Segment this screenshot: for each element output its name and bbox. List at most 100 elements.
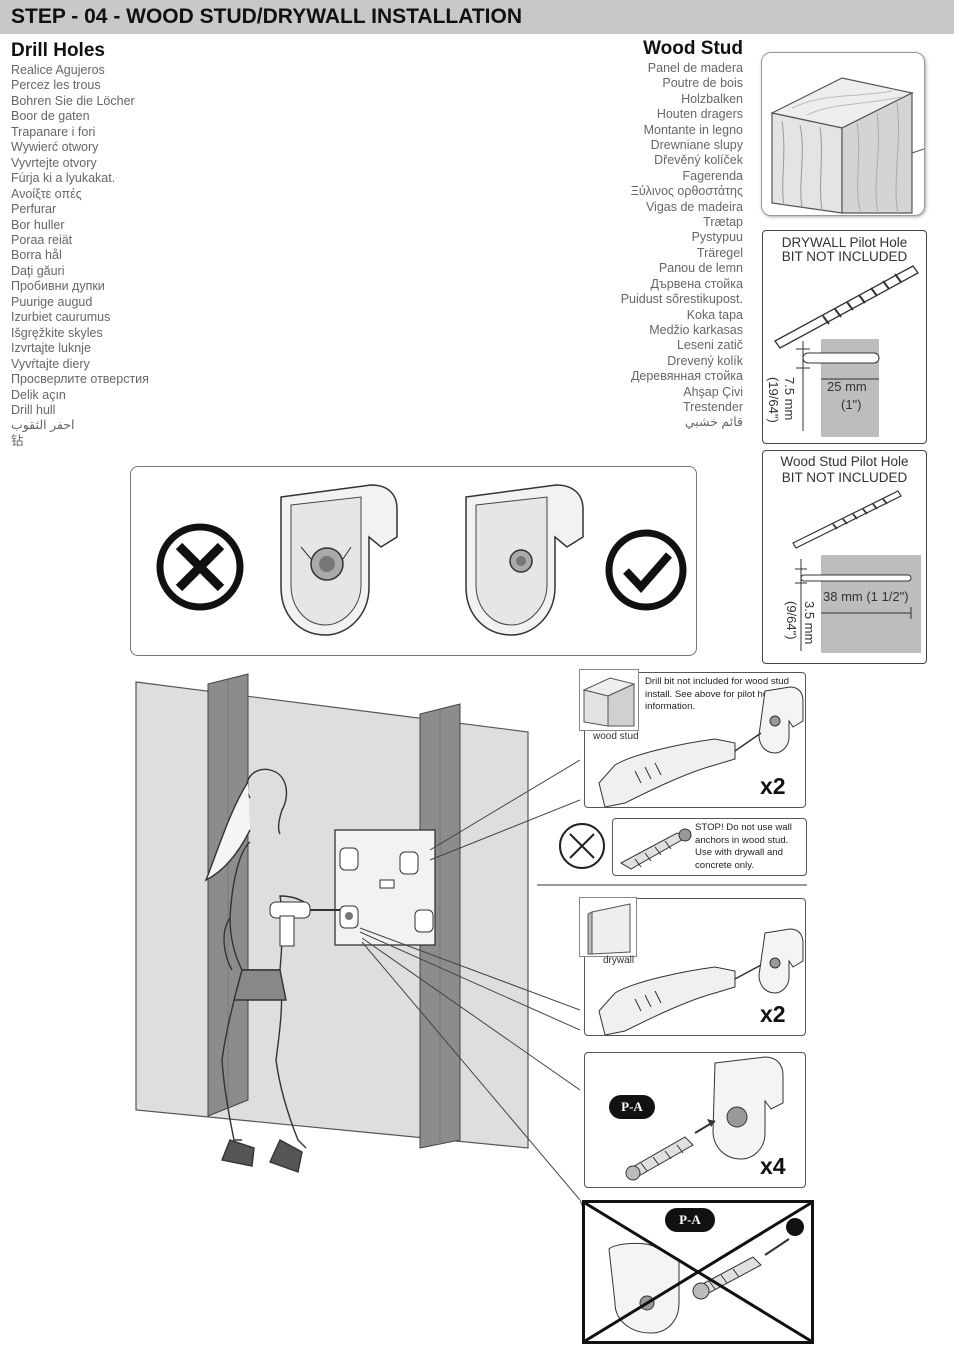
drill-holes-title: Drill Holes [11,40,105,61]
wood-block-icon [770,77,925,214]
drill-holes-translation-item: Izurbiet caurumus [11,310,111,325]
wood-stud-translation-item: Montante in legno [643,122,743,137]
drill-holes-translation-item: 钻 [11,433,24,448]
wood-stud-translation-item: Leseni zatič [676,338,743,353]
wood-stud-translation-item: Дървена стойка [650,276,743,291]
woodstud-depth: 38 mm (1 1/2") [823,589,909,604]
drill-holes-translation-item: Borra hål [11,248,62,263]
drywall-label: drywall [603,955,635,966]
wood-stud-translation-item: Panou de lemn [658,261,743,276]
drywall-callout: drywall x2 [579,897,806,1036]
wood-stud-translation-item: Drevený kolík [667,353,743,368]
woodstud-diameter: 3.5 mm [802,601,817,645]
drill-holes-translation-item: Trapanare i fori [11,124,96,139]
wood-stud-translation-item: Dřevěný kolíček [654,153,743,168]
wood-stud-translation-item: Ahşap Çivi [683,384,743,399]
wood-stud-translation-item: Houten dragers [656,107,743,122]
wood-stud-translation-item: Träregel [696,245,743,260]
drywall-diameter-imperial: (19/64") [766,377,781,423]
header-bar [0,0,954,34]
wood-stud-translation-item: Ξύλινος ορθοστάτης [630,184,743,199]
drill-holes-translation-item: Ανοίξτε οπές [11,186,82,201]
wood-stud-translation-item: Panel de madera [647,61,743,75]
drywall-sheet-icon [587,903,631,955]
anchor-badge: P-A [609,1095,655,1119]
drill-holes-translation-item: Puurige augud [11,294,93,309]
wood-stud-translation-item: Vigas de madeira [645,199,743,214]
wood-stud-translation-item: Koka tapa [686,307,743,322]
wrong-install-callout: P-A [582,1200,814,1344]
correct-icon [605,529,687,611]
bracket-orientation-illustration [156,484,687,636]
wood-stud-translation-item: Trestender [683,399,743,414]
drill-holes-translation-item: Fúrja ki a lyukakat. [11,171,116,186]
woodstud-pilot-hole-panel: Wood Stud Pilot Hole BIT NOT INCLUDED 38… [762,450,927,664]
drill-icon [269,901,340,947]
woodstud-pilot-line2: BIT NOT INCLUDED [781,470,908,485]
drill-holes-translation-item: Išgręžkite skyles [11,325,103,340]
wood-stud-image [761,52,925,216]
stop-warning-note: STOP! Do not use wall anchors in wood st… [695,822,792,871]
drill-holes-translation-item: Drill hull [11,402,56,417]
drill-holes-translation-item: Percez les trous [11,78,101,93]
woodstud-pilot-line1: Wood Stud Pilot Hole [780,454,909,469]
drywall-depth-imperial: (1") [841,397,862,412]
drywall-quantity: x2 [760,1001,786,1027]
wall-plate [334,829,436,946]
drywall-thumbnail [579,897,637,957]
woodstud-diameter-imperial: (9/64") [784,601,799,640]
drill-holes-translation-item: احفر الثقوب [11,418,75,433]
anchor-quantity: x4 [760,1153,786,1179]
wood-stud-translation-item: Trætap [703,215,743,230]
drill-holes-translation-item: Vyvrtejte otvory [11,155,97,170]
wood-stud-label: wood stud [593,731,639,742]
wood-stud-translation-item: Fagerenda [682,168,743,183]
wrong-icon [156,523,244,611]
anchor-and-bracket-icon [625,1056,784,1181]
drill-and-bracket-icon-2 [598,928,804,1035]
drill-holes-translation-item: Delik açın [11,387,66,402]
wood-stud-translation-item: Деревянная стойка [630,369,743,384]
wood-stud-translation-item: Puidust sõrestikupost. [620,292,743,307]
drill-holes-translation-item: Vyvŕtajte diery [11,356,90,371]
drywall-diameter: 7.5 mm [782,377,797,421]
bracket-orientation-panel [130,466,697,656]
installation-scene-illustration [135,673,580,1200]
drill-holes-translation-item: Poraa reiät [11,232,73,247]
drill-holes-translation-item: Daţi găuri [11,263,65,278]
bracket-correct [465,484,584,636]
drill-holes-translation-item: Просверлите отверстия [11,372,149,387]
wood-stud-translation-item: Drewniane slupy [650,138,743,153]
stop-warning-callout: STOP! Do not use wall anchors in wood st… [612,818,807,876]
wrong-anchor-badge: P-A [665,1208,715,1232]
wood-block-small-icon [582,677,636,727]
wrong-anchor-illustration [585,1203,811,1341]
drill-and-bracket-icon [598,686,804,807]
wood-stud-thumbnail [579,669,639,731]
drywall-pilot-line1: DRYWALL Pilot Hole [781,235,908,250]
bracket-wrong [280,484,398,636]
wall [135,681,529,1149]
woodstud-drill-bit-icon [792,490,921,653]
drill-holes-translation-item: Wywierć otwory [11,140,99,155]
drywall-drill-bit-icon [774,265,919,437]
drywall-depth: 25 mm [827,379,867,394]
wood-stud-quantity: x2 [760,773,786,799]
wood-stud-title: Wood Stud [643,38,743,59]
drill-holes-translation-item: Perfurar [11,202,57,217]
drill-holes-translation-item: Bor huller [11,217,65,232]
drill-holes-translation-item: Пробивни дупки [11,279,105,294]
wall-anchor-icon [619,828,692,870]
drill-holes-translation-item: Realice Agujeros [11,63,105,77]
drywall-pilot-line2: BIT NOT INCLUDED [781,249,908,264]
drill-holes-translation-item: Izvrtajte luknje [11,341,91,356]
wood-stud-translation-item: Poutre de bois [662,76,743,91]
wood-stud-note: Drill bit not included for wood stud ins… [645,676,789,712]
person-figure [204,768,311,1173]
stop-x-icon [557,820,607,870]
wood-stud-translation-item: Medžio karkasas [649,322,743,337]
wood-stud-translation-item: Pystypuu [691,230,743,245]
wood-stud-callout: wood stud Drill bit not included for woo… [579,669,806,808]
